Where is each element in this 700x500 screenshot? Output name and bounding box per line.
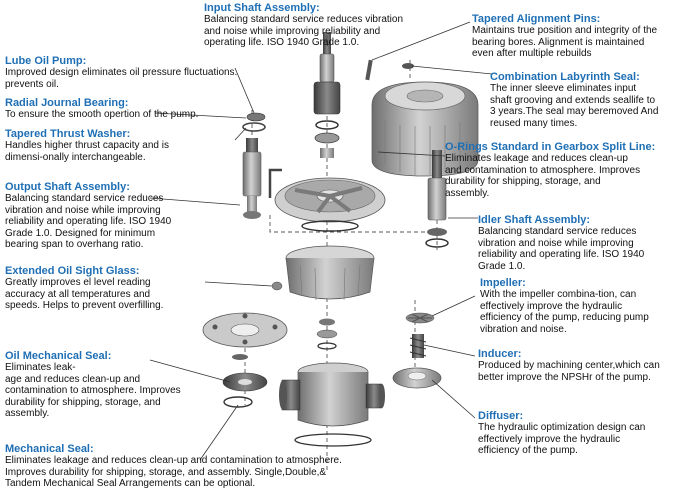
diffuser-title: Diffuser: [478, 410, 524, 422]
output-shaft-title: Output Shaft Assembly: [5, 181, 130, 193]
gearbox-housing-part [271, 245, 375, 301]
bearing-housing-cap-part [371, 63, 479, 177]
impeller-title: Impeller: [480, 277, 526, 289]
radial-bearing-title: Radial Journal Bearing: [5, 97, 129, 109]
output-shaft-part [242, 138, 282, 219]
lube-pump-text: Improved design eliminates oil pressure … [5, 67, 238, 90]
lube-pump-part [242, 112, 266, 132]
oil-mech-seal-title: Oil Mechanical Seal: [5, 350, 112, 362]
oil-seal-ring-part [222, 372, 268, 408]
callout-output-shaft: Output Shaft Assembly: Balancing standar… [5, 181, 215, 251]
o-rings-title: O-Rings Standard in Gearbox Split Line: [445, 141, 656, 153]
sight-glass-title: Extended Oil Sight Glass: [5, 265, 140, 277]
lube-pump-title: Lube Oil Pump: [5, 55, 87, 67]
callout-input-shaft: Input Shaft Assembly: Balancing standard… [204, 2, 414, 49]
gear-plate-part [274, 177, 386, 232]
callout-mech-seal: Mechanical Seal: Eliminates leakage and … [5, 443, 405, 490]
callout-impeller: Impeller: With the impeller combina-tion… [480, 277, 695, 335]
pump-casing-part [279, 362, 385, 447]
callout-oil-mech-seal: Oil Mechanical Seal: Eliminates leak- ag… [5, 350, 220, 420]
callout-sight-glass: Extended Oil Sight Glass: Greatly improv… [5, 265, 210, 312]
callout-o-rings: O-Rings Standard in Gearbox Split Line: … [445, 141, 698, 199]
center-seal-parts [316, 318, 338, 350]
idler-shaft-part [425, 150, 449, 248]
impeller-text: With the impeller combina-tion, can effe… [480, 289, 649, 335]
tapered-pin-part [365, 59, 373, 81]
callout-radial-bearing: Radial Journal Bearing: To ensure the sm… [5, 97, 245, 121]
callout-lube-pump: Lube Oil Pump: Improved design eliminate… [5, 55, 255, 90]
diffuser-text: The hydraulic optimization design can ef… [478, 422, 646, 457]
idler-shaft-text: Balancing standard service reduces vibra… [478, 226, 645, 272]
callout-thrust-washer: Tapered Thrust Washer: Handles higher th… [5, 128, 235, 163]
callout-tapered-pins: Tapered Alignment Pins: Maintains true p… [472, 13, 697, 60]
idler-shaft-title: Idler Shaft Assembly: [478, 214, 591, 226]
seal-plate-part [202, 312, 288, 360]
impeller-part [405, 312, 435, 324]
radial-bearing-text: To ensure the smooth opertion of the pum… [5, 109, 199, 120]
labyrinth-seal-text: The inner sleeve eliminates input shaft … [490, 83, 659, 129]
mech-seal-title: Mechanical Seal: [5, 443, 94, 455]
callout-labyrinth-seal: Combination Labyrinth Seal: The inner sl… [490, 71, 697, 129]
tapered-pins-text: Maintains true position and integrity of… [472, 25, 658, 60]
diffuser-part [392, 367, 442, 389]
mech-seal-text: Eliminates leakage and reduces clean-up … [5, 455, 342, 490]
inducer-title: Inducer: [478, 348, 522, 360]
callout-inducer: Inducer: Produced by machining center,wh… [478, 348, 698, 383]
labyrinth-seal-title: Combination Labyrinth Seal: [490, 71, 640, 83]
input-shaft-part [313, 32, 341, 158]
sight-glass-text: Greatly improves el level reading accura… [5, 277, 164, 312]
thrust-washer-title: Tapered Thrust Washer: [5, 128, 131, 140]
tapered-pins-title: Tapered Alignment Pins: [472, 13, 601, 25]
inducer-text: Produced by machining center,which can b… [478, 360, 660, 383]
input-shaft-title: Input Shaft Assembly: [204, 2, 320, 14]
o-rings-text: Eliminates leakage and reduces clean-up … [445, 153, 641, 199]
oil-mech-seal-text: Eliminates leak- age and reduces clean-u… [5, 362, 181, 420]
input-shaft-text: Balancing standard service reduces vibra… [204, 14, 403, 49]
callout-idler-shaft: Idler Shaft Assembly: Balancing standard… [478, 214, 693, 272]
callout-diffuser: Diffuser: The hydraulic optimization des… [478, 410, 698, 457]
inducer-part [409, 334, 427, 358]
thrust-washer-text: Handles higher thrust capacity and is di… [5, 140, 169, 163]
output-shaft-text: Balancing standard service reduces vibra… [5, 193, 172, 251]
